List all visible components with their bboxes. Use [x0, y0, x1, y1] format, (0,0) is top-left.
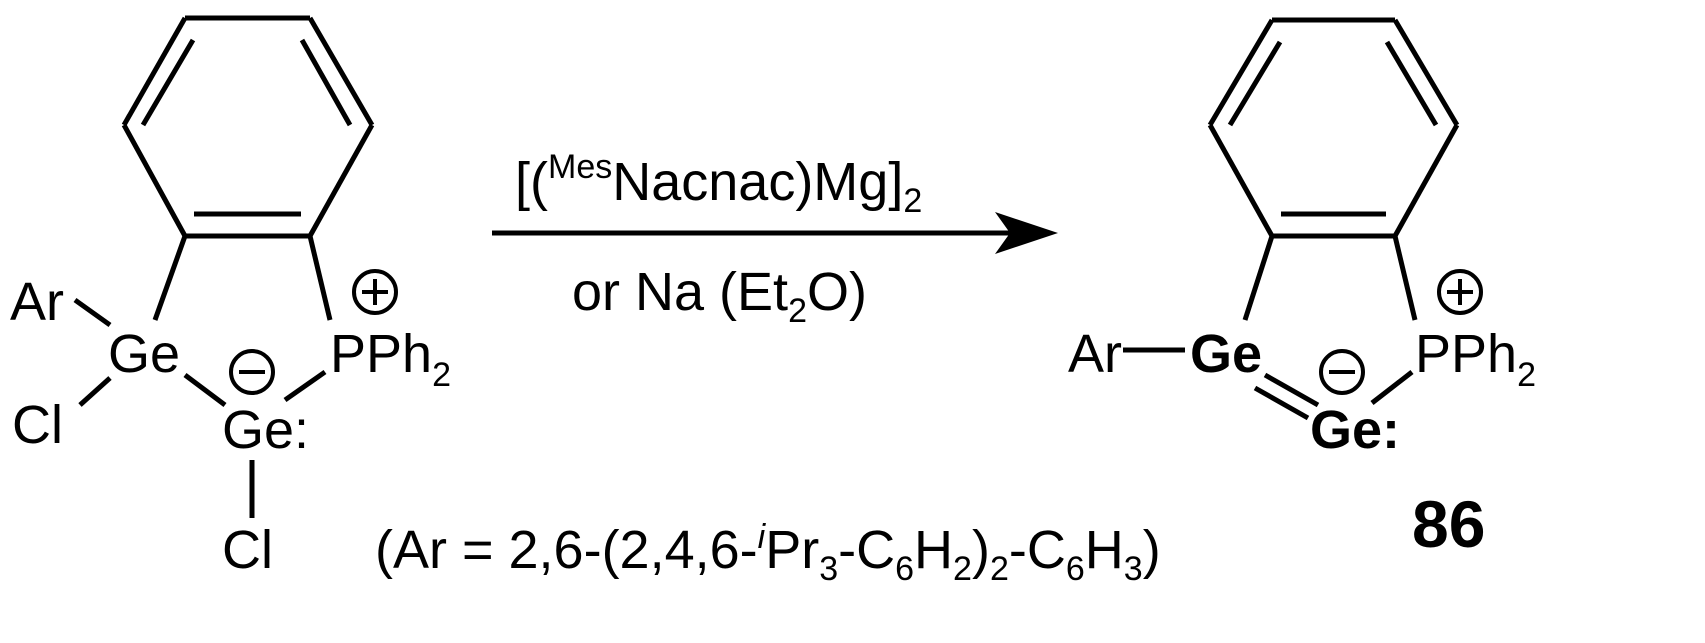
reactant-ge2-label: Ge:	[222, 400, 309, 460]
product-ar-label: Ar	[1068, 324, 1122, 384]
product-minus-charge: −	[1319, 349, 1365, 395]
reactant-ar-label: Ar	[10, 272, 64, 332]
reactant-cl1-label: Cl	[12, 395, 63, 455]
product-bond-ge1-ge2-b	[1253, 385, 1310, 421]
bond-ge1-ge2	[183, 373, 227, 407]
product-bond-ring-ge1	[1242, 235, 1275, 321]
product-plus-charge: +	[1437, 269, 1483, 315]
compound-number: 86	[1412, 487, 1485, 561]
bond-ge1-cl1	[78, 376, 112, 407]
product-ring	[1207, 17, 1460, 239]
product-ge2-label: Ge:	[1310, 400, 1400, 460]
product-bond-ge2-p	[1370, 370, 1414, 405]
product-p-label: PPh2	[1415, 324, 1536, 394]
bond-ar-ge1	[73, 297, 112, 328]
bond-ring-ge1	[152, 235, 188, 321]
reagent-text: [(MesNacnac)Mg]2	[515, 148, 922, 220]
reactant-cl2-label: Cl	[222, 520, 273, 580]
bond-ring-p	[307, 235, 333, 321]
reactant-ge1-label: Ge	[108, 324, 180, 384]
reactant-plus-charge: +	[352, 269, 398, 315]
bond-ge2-p	[283, 369, 327, 403]
ar-definition: (Ar = 2,6-(2,4,6-iPr3-C6H2)2-C6H3)	[375, 518, 1161, 588]
reactant-ring	[121, 15, 375, 239]
reactant-p-label: PPh2	[330, 324, 451, 394]
product-bond-ge1-ge2-a	[1263, 372, 1320, 408]
product-ge1-label: Ge	[1190, 324, 1262, 384]
product-bond-ring-p	[1392, 235, 1418, 321]
reactant-minus-charge: −	[229, 349, 275, 395]
reactant-structure: Ar Ge Cl Ge: Cl PPh2 + −	[10, 15, 451, 580]
alternative-reagent-text: or Na (Et2O)	[572, 262, 867, 330]
reaction-arrow	[492, 212, 1058, 254]
product-structure: Ar Ge Ge: PPh2 + − 86	[1068, 17, 1536, 561]
